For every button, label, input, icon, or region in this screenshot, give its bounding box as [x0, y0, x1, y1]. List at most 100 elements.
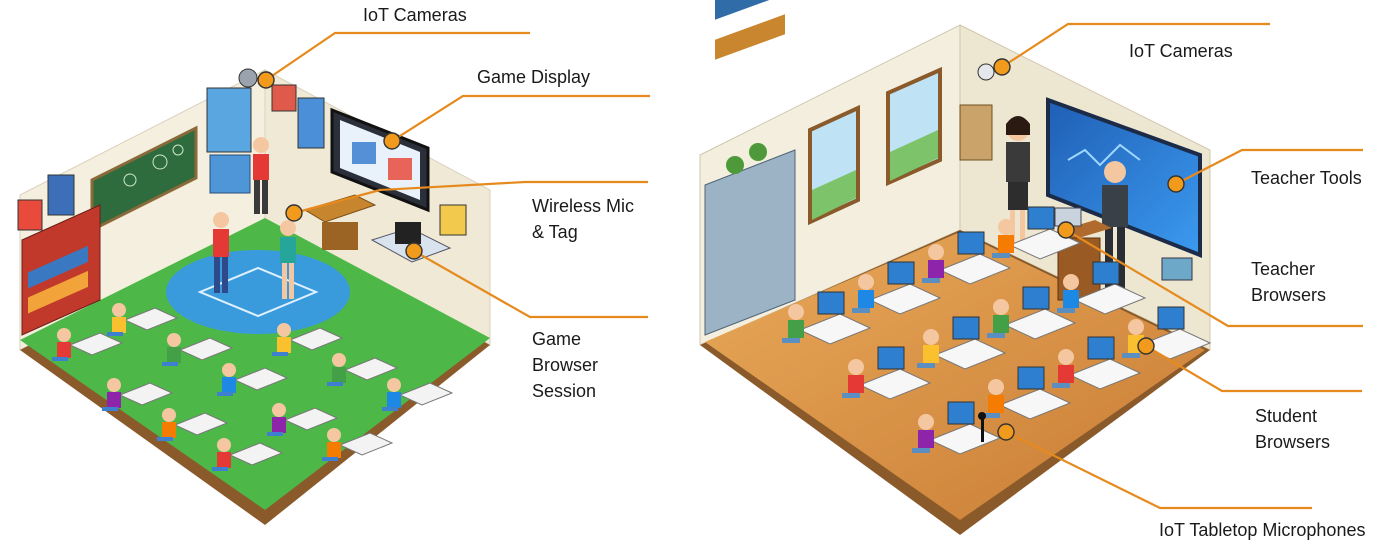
student-workstation — [1052, 336, 1142, 390]
student-monitor — [1087, 336, 1115, 360]
plant — [726, 156, 744, 174]
student-monitor — [817, 291, 845, 315]
teacher-desk-front — [322, 222, 358, 250]
student-workstation — [987, 286, 1077, 340]
chair — [267, 432, 283, 436]
screen-chart — [352, 142, 376, 164]
student-desk — [382, 378, 454, 411]
student-head — [167, 333, 181, 347]
student-head — [1128, 319, 1144, 335]
chair — [982, 413, 1000, 418]
student-monitor — [1027, 206, 1055, 230]
student-head — [923, 329, 939, 345]
student-monitor — [952, 316, 980, 340]
student-body — [1058, 365, 1074, 383]
student-head — [848, 359, 864, 375]
student-desk — [157, 408, 229, 441]
chair — [212, 467, 228, 471]
student-head — [112, 303, 126, 317]
label-iot-cameras-left: IoT Cameras — [363, 5, 467, 25]
callout-line-iot-cameras-right — [1001, 22, 1270, 68]
student-monitor — [887, 261, 915, 285]
chair — [922, 278, 940, 283]
callout-dot-game-browser — [405, 242, 423, 260]
label-game-browser-session: Game Browser Session — [532, 329, 599, 401]
student-desk — [327, 353, 399, 386]
student-body — [222, 377, 236, 393]
student-body — [988, 395, 1004, 413]
play-rug — [166, 250, 350, 334]
student-desk — [52, 328, 124, 361]
wall-poster — [297, 97, 325, 149]
chair — [322, 457, 338, 461]
student-body — [277, 337, 291, 353]
wall-bookshelf — [959, 104, 993, 161]
student-body — [167, 347, 181, 363]
camera-icon — [238, 68, 258, 88]
student-body — [57, 342, 71, 358]
student-desk — [107, 303, 179, 336]
student-desk — [267, 403, 339, 436]
callout-dot-game-display — [383, 132, 401, 150]
wall-poster — [206, 87, 252, 153]
board-graph — [1067, 143, 1141, 167]
callout-line-iot-cameras-left — [265, 31, 530, 81]
student-body — [923, 345, 939, 363]
student-workstation — [922, 231, 1012, 285]
storage-boxes — [1161, 257, 1193, 281]
student-desk — [272, 323, 344, 356]
student-workstation — [982, 366, 1072, 420]
chalk-doodle — [123, 173, 137, 187]
chair — [987, 333, 1005, 338]
callout-line-teacher-tools — [1175, 148, 1363, 185]
chair — [912, 448, 930, 453]
chalk-doodle — [172, 144, 184, 156]
rug-pattern — [197, 266, 319, 318]
books — [28, 245, 88, 289]
chair — [102, 407, 118, 411]
chair — [782, 338, 800, 343]
side-shelf — [209, 154, 251, 194]
teacher-woman — [1006, 116, 1030, 248]
chair — [917, 363, 935, 368]
right-classroom — [699, 0, 1363, 535]
callout-dot-teacher-browsers — [1057, 221, 1075, 239]
student-head — [928, 244, 944, 260]
books — [28, 270, 88, 314]
student-head — [57, 328, 71, 342]
student-workstation — [917, 316, 1007, 370]
callout-dot-teacher-tools — [1167, 175, 1185, 193]
books — [715, 0, 785, 20]
callout-dot-student-browsers — [1137, 337, 1155, 355]
wall-poster — [271, 84, 297, 112]
student-monitor — [877, 346, 905, 370]
student-head — [107, 378, 121, 392]
callout-line-game-browser — [413, 250, 648, 319]
teacher-desk — [303, 194, 377, 223]
student-head — [162, 408, 176, 422]
student-head — [858, 274, 874, 290]
callout-line-student-browsers — [1145, 345, 1362, 393]
label-student-browsers: Student Browsers — [1255, 406, 1331, 452]
student-workstation — [1057, 261, 1147, 315]
student-head — [993, 299, 1009, 315]
student-body — [332, 367, 346, 383]
label-game-display: Game Display — [477, 67, 591, 87]
student-desk — [217, 363, 289, 396]
student-desk — [212, 438, 284, 471]
left-student-desks — [52, 303, 454, 471]
callout-line-teacher-browsers — [1065, 229, 1363, 328]
chair — [1052, 383, 1070, 388]
label-teacher-browsers: Teacher Browsers — [1251, 259, 1327, 305]
student-head — [277, 323, 291, 337]
label-wireless-mic-tag: Wireless Mic & Tag — [532, 196, 634, 242]
student-head — [998, 219, 1014, 235]
student-monitor — [1017, 366, 1045, 390]
student-head — [1063, 274, 1079, 290]
student-head — [1058, 349, 1074, 365]
chair — [217, 392, 233, 396]
student-head — [327, 428, 341, 442]
callout-dot-iot-cameras-left — [257, 71, 275, 89]
student-head — [222, 363, 236, 377]
